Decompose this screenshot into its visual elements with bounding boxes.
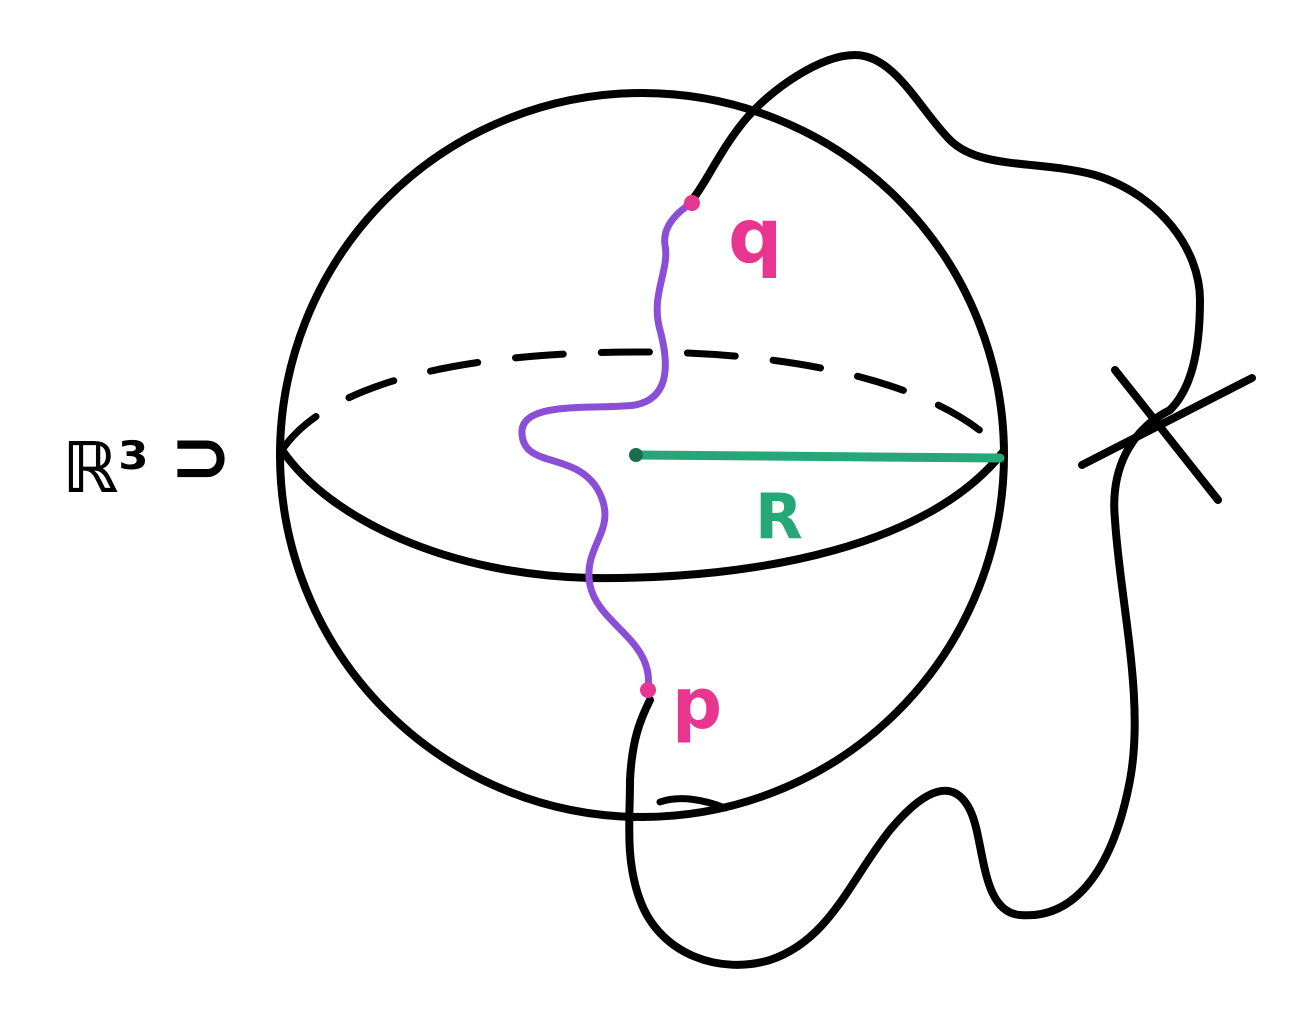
point-q-label: q [728, 191, 782, 280]
space-label: ℝ³ [62, 427, 149, 509]
outer-curve [625, 51, 1204, 969]
equator-back-dashed [278, 348, 1007, 456]
point-p-label: p [672, 663, 722, 745]
x-mark-stroke-2 [1078, 374, 1256, 469]
crossing-stroke [656, 795, 729, 812]
equator-front [278, 446, 1007, 583]
radius-label: R [755, 480, 803, 553]
inside-path [518, 199, 696, 694]
point-q-marker [684, 195, 700, 211]
center-point [629, 448, 643, 462]
subset-symbol: ⊃ [170, 414, 232, 500]
point-p-marker [640, 682, 656, 698]
radius-line [631, 450, 1005, 463]
x-mark-stroke-1 [1111, 366, 1222, 504]
